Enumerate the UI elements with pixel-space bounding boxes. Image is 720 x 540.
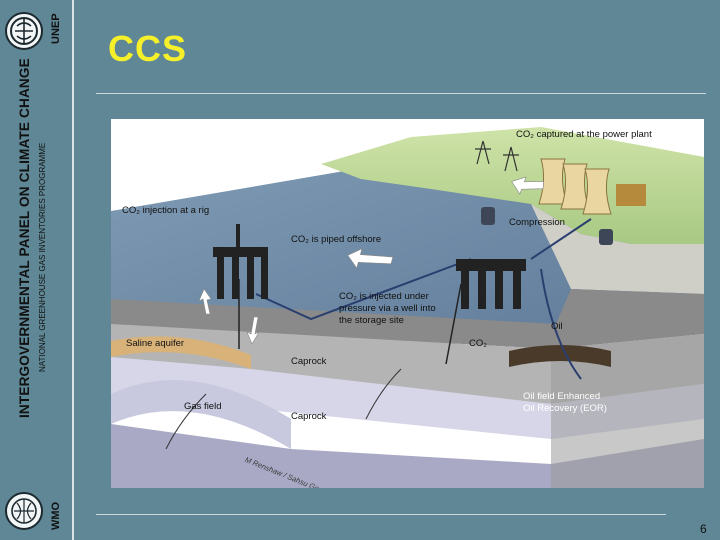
title-divider xyxy=(96,93,706,94)
ipcc-logo-icon xyxy=(5,12,43,50)
label-eor-line1: Oil field Enhanced xyxy=(523,391,601,402)
nggip-name: NATIONAL GREENHOUSE GAS INVENTORIES PROG… xyxy=(38,142,47,372)
label-saline-aquifer: Saline aquifer xyxy=(126,338,185,349)
label-injected-line2: pressure via a well into xyxy=(339,303,436,314)
label-gas-field: Gas field xyxy=(184,401,222,412)
label-piped-offshore: CO₂ is piped offshore xyxy=(291,234,382,245)
ccs-diagram: CO₂ captured at the power plant CO₂ inje… xyxy=(111,119,704,488)
label-eor-line2: Oil Recovery (EOR) xyxy=(523,403,607,414)
label-injected-line3: the storage site xyxy=(339,315,404,326)
page-number: 6 xyxy=(700,522,707,536)
unep-label: UNEP xyxy=(50,13,62,44)
label-co2: CO₂ xyxy=(469,338,487,349)
footer-divider xyxy=(96,514,666,515)
ipcc-sidebar: UNEP INTERGOVERNMENTAL PANEL ON CLIMATE … xyxy=(0,0,72,540)
ccs-illustration xyxy=(111,127,704,488)
slide-title: CCS xyxy=(108,28,188,69)
label-compression: Compression xyxy=(509,217,565,228)
wmo-logo-icon xyxy=(5,492,43,530)
wmo-label: WMO xyxy=(50,501,62,530)
label-injected-line1: CO₂ is injected under xyxy=(339,291,429,302)
label-co2-captured: CO₂ captured at the power plant xyxy=(516,129,652,140)
sidebar-divider xyxy=(72,0,74,540)
label-caprock-upper: Caprock xyxy=(291,356,327,367)
label-oil: Oil xyxy=(551,321,563,332)
label-injection-rig: CO₂ injection at a rig xyxy=(122,205,210,216)
ipcc-name: INTERGOVERNMENTAL PANEL ON CLIMATE CHANG… xyxy=(17,58,32,418)
label-caprock-lower: Caprock xyxy=(291,411,327,422)
